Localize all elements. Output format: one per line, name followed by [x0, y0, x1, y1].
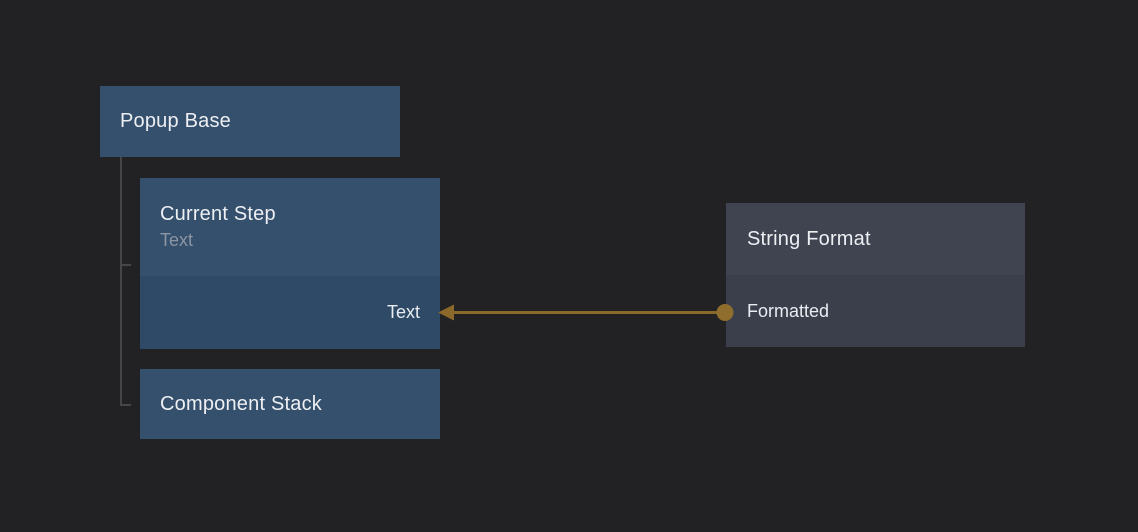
input-port-text[interactable]: Text: [386, 302, 420, 322]
string-format-header: String Format: [726, 203, 1025, 275]
hierarchy-stub-current-step: [120, 264, 131, 266]
string-format-title: String Format: [747, 227, 871, 250]
node-string-format[interactable]: String Format Formatted: [726, 203, 1025, 347]
node-current-step[interactable]: Current Step Text Text: [140, 178, 440, 349]
popup-base-title: Popup Base: [120, 110, 231, 132]
hierarchy-vertical-line: [120, 157, 122, 406]
node-popup-base[interactable]: Popup Base: [100, 86, 400, 157]
current-step-header: Current Step Text: [140, 178, 440, 276]
string-format-body: Formatted: [726, 275, 1025, 347]
output-port-formatted[interactable]: Formatted: [747, 300, 830, 321]
arrowhead-left-icon: [438, 304, 454, 321]
current-step-body: Text: [140, 276, 440, 349]
current-step-subtitle: Text: [160, 230, 194, 250]
node-component-stack[interactable]: Component Stack: [140, 369, 440, 439]
hierarchy-stub-component-stack: [120, 404, 131, 406]
component-stack-title: Component Stack: [160, 392, 322, 415]
connection-wire[interactable]: [432, 297, 734, 328]
current-step-title: Current Step: [160, 203, 276, 225]
output-port-dot[interactable]: [716, 304, 734, 321]
